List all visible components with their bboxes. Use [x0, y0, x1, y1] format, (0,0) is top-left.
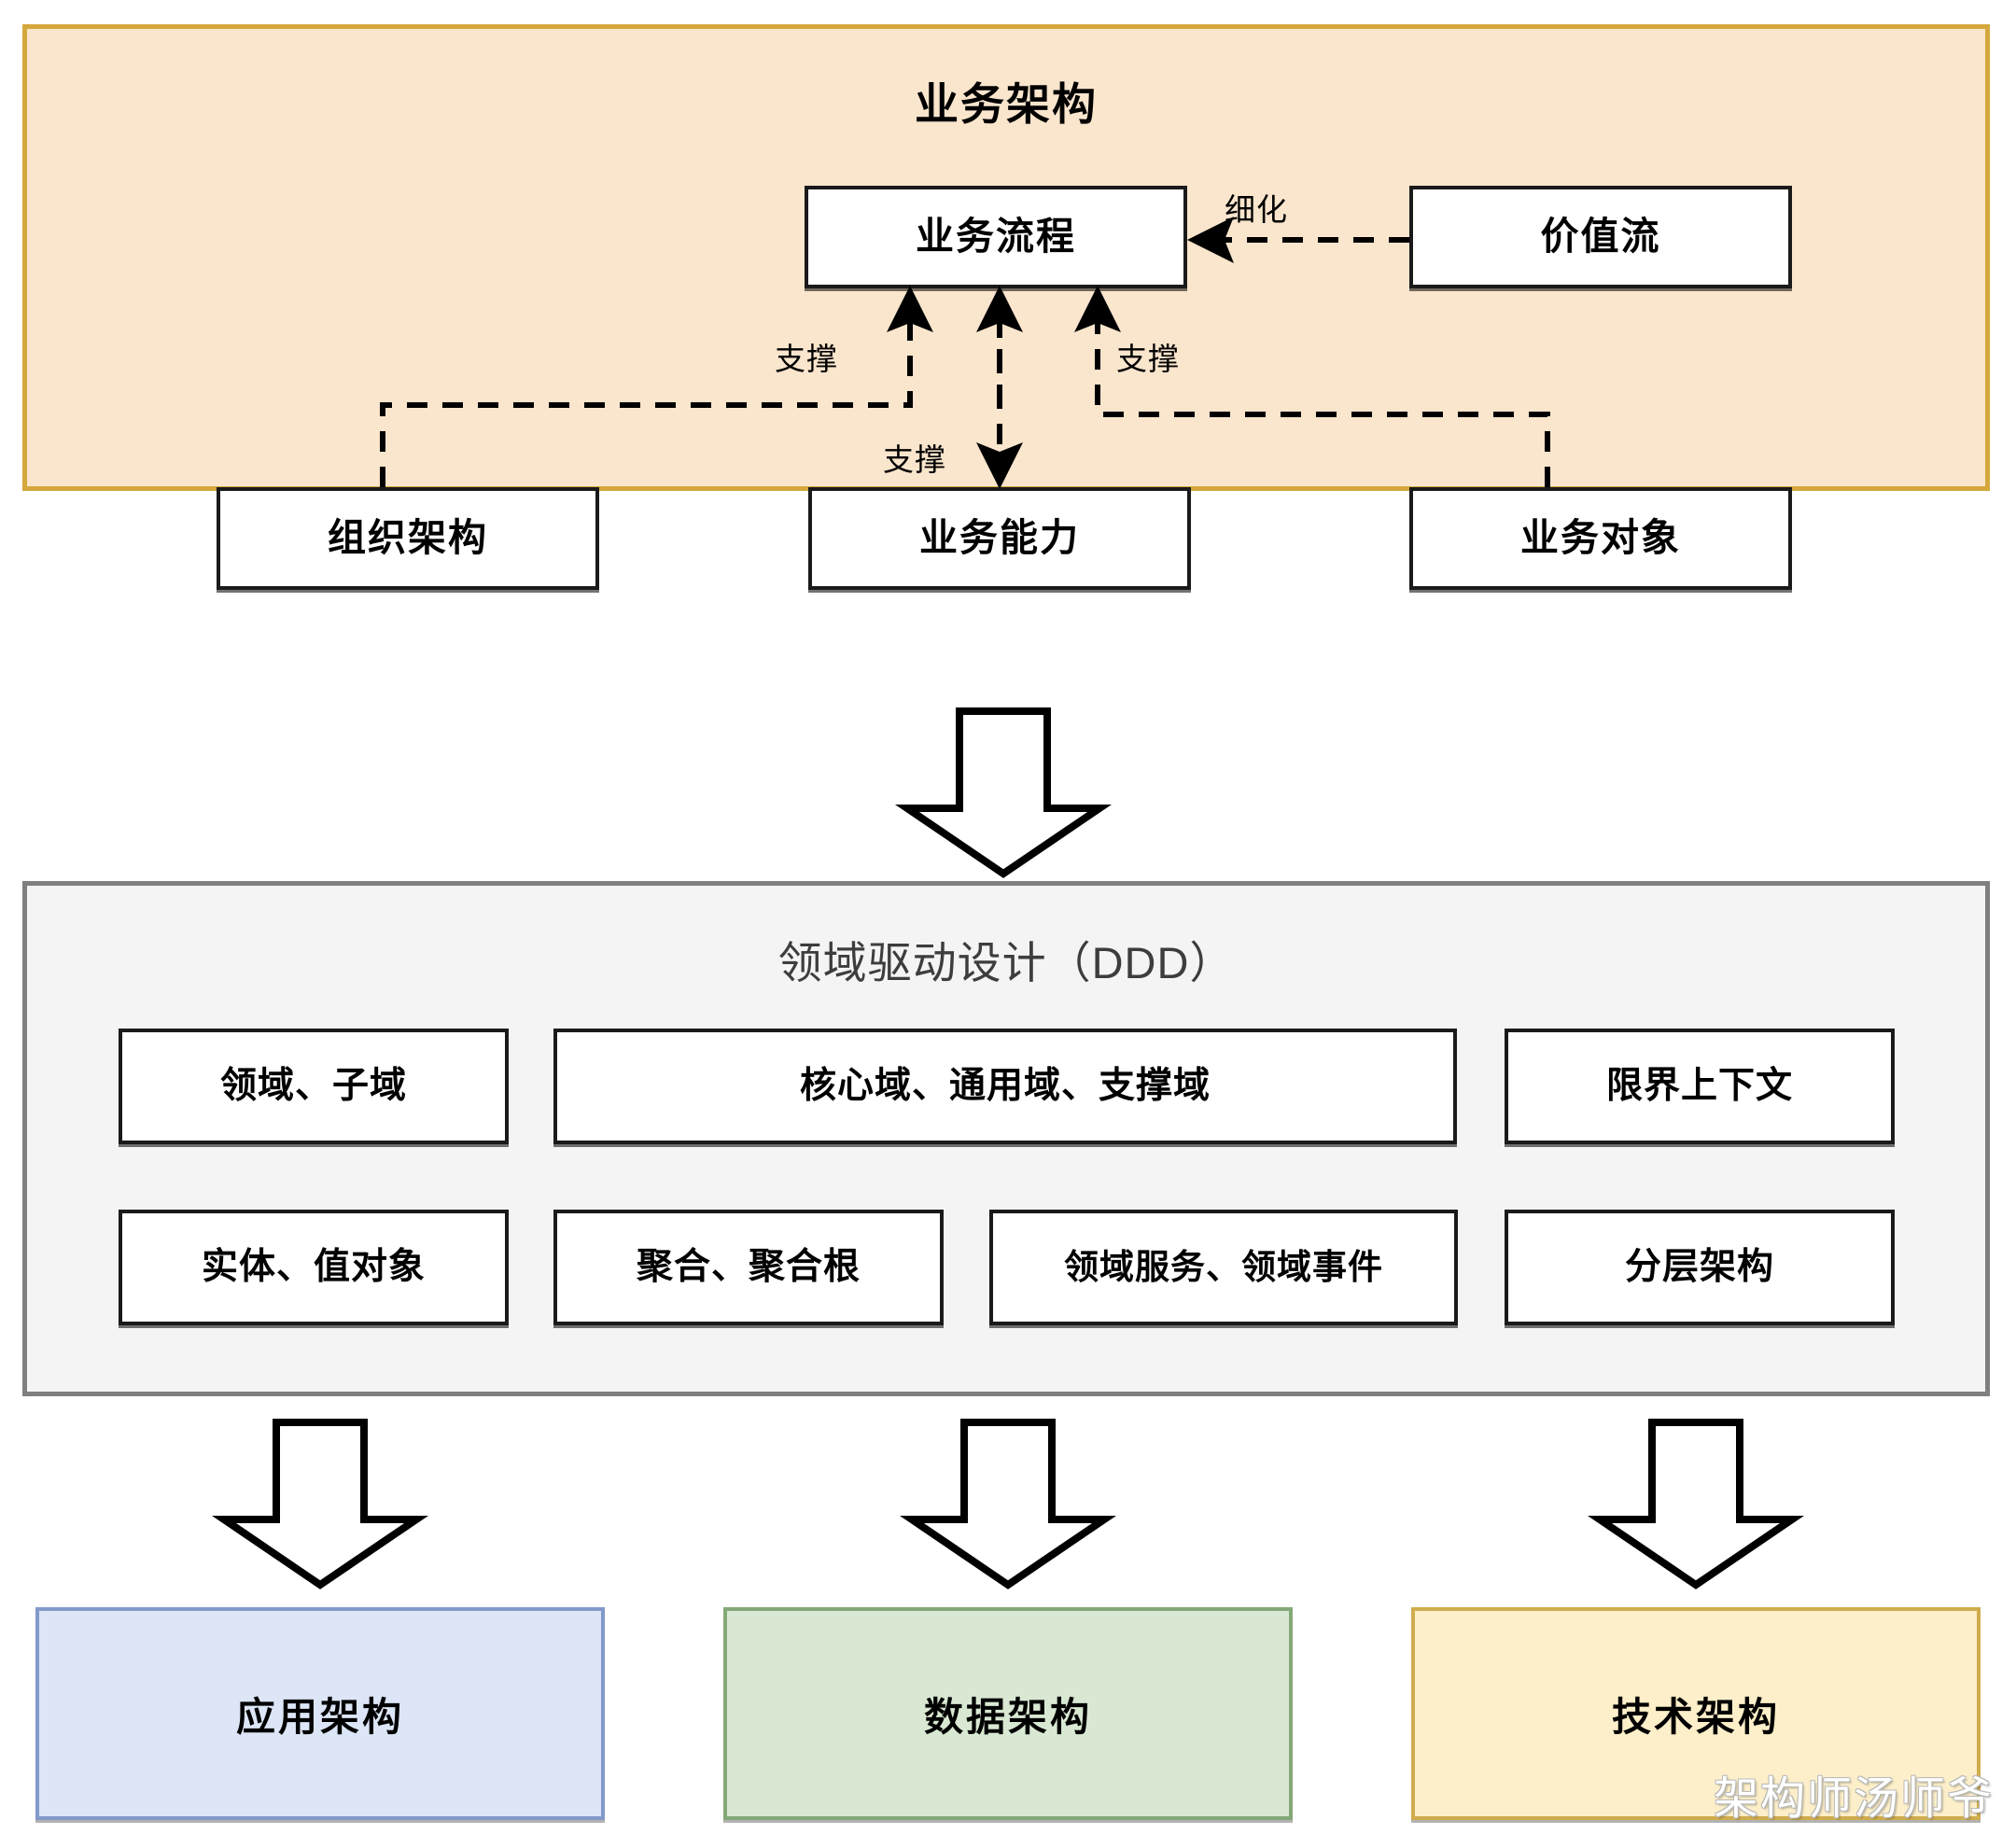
node-business-capability-label: 业务能力	[919, 516, 1080, 560]
ddd-item-label: 核心域、通用域、支撑域	[799, 1065, 1211, 1106]
block-arrow-ddd-to-application	[211, 1419, 429, 1589]
node-value-stream-label: 价值流	[1540, 215, 1661, 259]
ddd-item-domain-subdomain[interactable]: 领域、子域	[119, 1029, 509, 1144]
ddd-item-label: 限界上下文	[1605, 1065, 1793, 1106]
node-business-object-label: 业务对象	[1520, 516, 1681, 560]
output-label: 技术架构	[1611, 1694, 1780, 1739]
edge-label-support-left: 支撑	[775, 342, 838, 376]
ddd-item-label: 领域、子域	[219, 1065, 407, 1106]
ddd-item-label: 领域服务、领域事件	[1064, 1247, 1383, 1286]
block-arrow-ddd-to-technology	[1587, 1419, 1805, 1589]
output-technology-architecture[interactable]: 技术架构	[1411, 1607, 1981, 1820]
business-architecture-title: 业务架构	[915, 79, 1098, 129]
ddd-item-label: 聚合、聚合根	[636, 1246, 861, 1287]
ddd-item-label: 分层架构	[1624, 1246, 1774, 1287]
ddd-item-entity-valueobject[interactable]: 实体、值对象	[119, 1210, 509, 1325]
node-business-process-label: 业务流程	[916, 215, 1076, 259]
block-arrow-ddd-to-data	[899, 1419, 1117, 1589]
output-label: 应用架构	[235, 1694, 404, 1739]
output-label: 数据架构	[923, 1694, 1092, 1739]
ddd-title: 领域驱动设计（DDD）	[777, 938, 1235, 987]
edge-label-support-right: 支撑	[1116, 342, 1180, 376]
ddd-item-label: 实体、值对象	[201, 1246, 426, 1287]
node-org-structure-label: 组织架构	[328, 516, 488, 560]
ddd-item-aggregate-root[interactable]: 聚合、聚合根	[553, 1210, 944, 1325]
ddd-item-domain-service-event[interactable]: 领域服务、领域事件	[989, 1210, 1458, 1325]
ddd-item-layered-architecture[interactable]: 分层架构	[1505, 1210, 1895, 1325]
node-value-stream[interactable]: 价值流	[1409, 186, 1792, 288]
output-data-architecture[interactable]: 数据架构	[723, 1607, 1293, 1820]
block-arrow-business-to-ddd	[894, 707, 1113, 878]
edge-label-refine: 细化	[1225, 192, 1288, 227]
watermark: 架构师汤师爷	[1713, 1774, 1994, 1824]
edge-label-support-mid: 支撑	[883, 442, 946, 477]
node-business-capability[interactable]: 业务能力	[808, 487, 1191, 590]
node-business-process[interactable]: 业务流程	[805, 186, 1187, 288]
ddd-item-core-generic-supporting[interactable]: 核心域、通用域、支撑域	[553, 1029, 1457, 1144]
node-business-object[interactable]: 业务对象	[1409, 487, 1792, 590]
node-org-structure[interactable]: 组织架构	[217, 487, 599, 590]
ddd-item-bounded-context[interactable]: 限界上下文	[1505, 1029, 1895, 1144]
output-application-architecture[interactable]: 应用架构	[35, 1607, 605, 1820]
